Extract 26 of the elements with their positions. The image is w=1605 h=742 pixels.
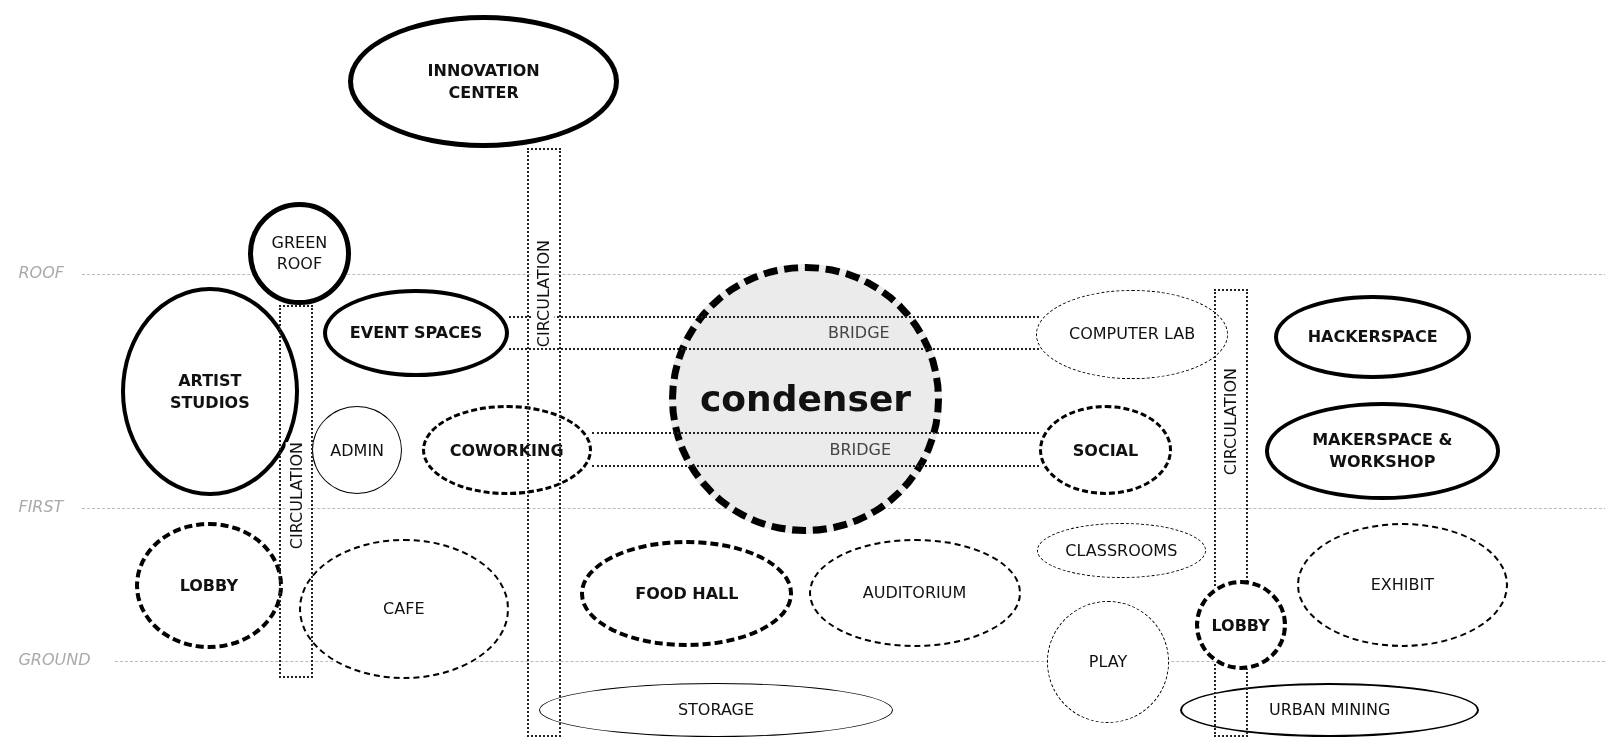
bubble-label: CLASSROOMS — [1065, 539, 1178, 562]
bubble-label: LOBBY — [1211, 614, 1270, 637]
bubble-label: INNOVATION CENTER — [426, 60, 541, 104]
bubble-label: EVENT SPACES — [349, 321, 483, 344]
bubble-label: MAKERSPACE & WORKSHOP — [1311, 429, 1454, 473]
bubble-label: FOOD HALL — [635, 582, 739, 605]
bubble-label: SOCIAL — [1072, 439, 1139, 462]
band-label: CIRCULATION — [285, 442, 308, 550]
bubble-label: LOBBY — [179, 574, 238, 597]
bubble-label: CAFE — [383, 598, 425, 620]
band-label: BRIDGE — [828, 322, 890, 344]
bubble-label: URBAN MINING — [1268, 699, 1391, 721]
bubble-label: PLAY — [1088, 650, 1128, 673]
band-label: BRIDGE — [829, 438, 892, 461]
bubble-label: ADMIN — [330, 439, 385, 462]
band-label: CIRCULATION — [533, 240, 555, 348]
bubble-label: COWORKING — [449, 439, 564, 462]
bubble-label: COMPUTER LAB — [1068, 323, 1196, 345]
bubble-label: AUDITORIUM — [862, 582, 967, 604]
bubble-label: ARTIST STUDIOS — [168, 369, 251, 414]
bubble-label: GREEN ROOF — [270, 231, 329, 275]
bubble-label: HACKERSPACE — [1307, 325, 1438, 348]
bubble-label: condenser — [700, 376, 912, 421]
bubble-label: STORAGE — [677, 699, 755, 721]
bubble-label: EXHIBIT — [1370, 574, 1434, 596]
bridge-band — [591, 431, 1039, 467]
